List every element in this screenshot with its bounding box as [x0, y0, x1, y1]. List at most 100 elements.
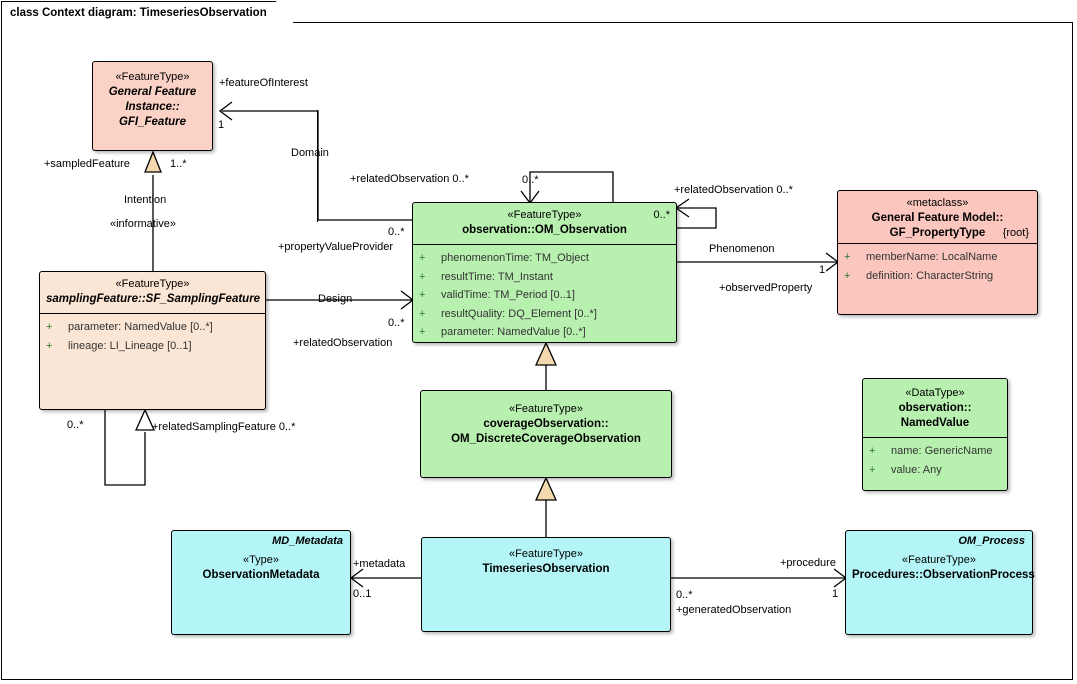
named-value-name-2: NamedValue — [900, 417, 970, 429]
attr-visibility: + — [869, 463, 876, 476]
attribute-row: + parameter: NamedValue [0..*] — [46, 318, 261, 337]
observation-process-stereotype: «FeatureType» — [902, 554, 976, 566]
attr-visibility: + — [46, 321, 53, 333]
coverage-observation-name-2: OM_DiscreteCoverageObservation — [451, 433, 641, 445]
attribute-row: + validTime: TM_Period [0..1] — [419, 286, 672, 305]
class-observation-process[interactable]: OM_Process «FeatureType» Procedures::Obs… — [845, 530, 1035, 635]
attr-visibility: + — [844, 269, 851, 282]
attribute-row: + phenomenonTime: TM_Object — [419, 249, 672, 268]
om-observation-stereotype: «FeatureType» — [507, 209, 582, 221]
attribute-row: + lineage: LI_Lineage [0..1] — [46, 337, 261, 356]
label-sampled-feature-multiplicity: 1..* — [170, 158, 187, 170]
label-phenomenon: Phenomenon — [709, 243, 775, 255]
attr-visibility: + — [419, 289, 426, 301]
class-sampling-feature[interactable]: «FeatureType» samplingFeature::SF_Sampli… — [39, 271, 266, 410]
attribute-row: + resultQuality: DQ_Element [0..*] — [419, 305, 672, 324]
attr-text: phenomenonTime: TM_Object — [441, 252, 589, 264]
label-feature-of-interest-role: +featureOfInterest — [219, 77, 308, 89]
attr-visibility: + — [419, 326, 426, 338]
label-observed-property-multiplicity: 1 — [819, 264, 826, 276]
observation-metadata-alias: MD_Metadata — [272, 535, 343, 547]
om-observation-name: observation::OM_Observation — [462, 224, 627, 236]
attr-visibility: + — [869, 445, 876, 457]
class-om-observation[interactable]: «FeatureType» observation::OM_Observatio… — [412, 202, 677, 343]
attr-visibility: + — [419, 252, 426, 264]
attr-text: memberName: LocalName — [866, 251, 998, 263]
sampling-feature-name: samplingFeature::SF_SamplingFeature — [46, 293, 261, 305]
attr-text: resultQuality: DQ_Element [0..*] — [441, 307, 597, 320]
sampling-feature-attributes: + parameter: NamedValue [0..*] + lineage… — [40, 314, 265, 409]
label-related-observation-top-multiplicity: 0..* — [522, 174, 539, 186]
gfi-feature-name-3: GFI_Feature — [118, 116, 187, 128]
gf-propertytype-stereotype: «metaclass» — [906, 197, 969, 209]
attr-text: parameter: NamedValue [0..*] — [441, 326, 586, 338]
named-value-name-1: observation:: — [898, 402, 972, 414]
named-value-attributes: + name: GenericName + value: Any — [863, 438, 1007, 490]
om-observation-divider — [413, 244, 676, 245]
gf-propertytype-divider — [838, 243, 1037, 244]
attribute-row: + value: Any — [869, 461, 1003, 480]
label-observed-property-role: +observedProperty — [719, 282, 813, 294]
label-intention-stereotype: «informative» — [110, 218, 177, 230]
gf-propertytype-attributes: + memberName: LocalName + definition: Ch… — [838, 244, 1037, 314]
coverage-observation-name-1: coverageObservation:: — [483, 418, 609, 430]
attribute-row: + name: GenericName — [869, 442, 1003, 461]
gfi-feature-name-1: General Feature — [108, 86, 197, 98]
attribute-row: + memberName: LocalName — [844, 248, 1033, 267]
label-design-role: +relatedObservation — [293, 337, 393, 349]
attribute-row: + definition: CharacterString — [844, 267, 1033, 286]
attr-visibility: + — [419, 270, 426, 283]
named-value-stereotype: «DataType» — [905, 387, 965, 399]
attr-text: lineage: LI_Lineage [0..1] — [68, 339, 192, 352]
sampling-feature-stereotype: «FeatureType» — [115, 278, 190, 290]
diagram-title-tab: class Context diagram: TimeseriesObserva… — [1, 1, 294, 23]
class-om-discrete-coverage-observation[interactable]: «FeatureType» coverageObservation:: OM_D… — [420, 390, 672, 478]
diagram-title: class Context diagram: TimeseriesObserva… — [10, 6, 267, 19]
class-observation-metadata[interactable]: MD_Metadata «Type» ObservationMetadata — [171, 530, 351, 635]
attr-visibility: + — [844, 251, 851, 263]
attr-text: parameter: NamedValue [0..*] — [68, 321, 213, 333]
label-intention: Intention — [124, 194, 167, 206]
label-domain: Domain — [291, 147, 329, 159]
class-gfi-feature[interactable]: «FeatureType» General Feature Instance::… — [92, 61, 213, 151]
attr-visibility: + — [419, 307, 426, 320]
timeseries-observation-name: TimeseriesObservation — [482, 563, 610, 575]
label-metadata-role: +metadata — [353, 558, 406, 570]
sampling-feature-divider — [40, 313, 265, 314]
label-metadata-multiplicity: 0..1 — [353, 588, 372, 600]
observation-process-name: Procedures::ObservationProcess — [852, 569, 1035, 581]
label-generated-observation-multiplicity: 0..* — [676, 589, 693, 601]
label-related-sampling-feature-multiplicity: 0..* — [67, 419, 84, 431]
label-generated-observation-role: +generatedObservation — [676, 604, 792, 616]
label-property-value-provider-multiplicity: 0..* — [388, 226, 405, 238]
class-gf-propertytype[interactable]: «metaclass» General Feature Model:: GF_P… — [837, 190, 1038, 315]
label-related-observation-right-role: +relatedObservation 0..* — [674, 184, 793, 196]
attr-text: validTime: TM_Period [0..1] — [441, 289, 575, 301]
label-design-multiplicity: 0..* — [388, 317, 405, 329]
label-feature-of-interest-multiplicity: 1 — [218, 119, 225, 131]
class-timeseries-observation[interactable]: «FeatureType» TimeseriesObservation — [421, 537, 671, 632]
observation-metadata-name: ObservationMetadata — [202, 569, 320, 581]
label-procedure-role: +procedure — [780, 557, 836, 569]
attr-text: resultTime: TM_Instant — [441, 270, 553, 283]
attr-text: definition: CharacterString — [866, 269, 994, 282]
om-observation-corner-multiplicity: 0..* — [653, 209, 670, 221]
observation-process-alias: OM_Process — [958, 535, 1025, 547]
class-named-value[interactable]: «DataType» observation:: NamedValue + na… — [862, 378, 1008, 491]
gfi-feature-name-2: Instance:: — [125, 101, 180, 113]
diagram-frame — [1, 22, 1073, 680]
gfi-feature-stereotype: «FeatureType» — [115, 71, 190, 83]
gf-propertytype-name-2: GF_PropertyType — [889, 227, 986, 239]
named-value-divider — [863, 437, 1007, 438]
gf-propertytype-root-marker: {root} — [1002, 227, 1029, 239]
label-related-observation-top-role: +relatedObservation 0..* — [350, 173, 469, 185]
label-property-value-provider-role: +propertyValueProvider — [278, 241, 394, 253]
attr-visibility: + — [46, 339, 53, 352]
label-sampled-feature-role: +sampledFeature — [44, 158, 130, 170]
attribute-row: + parameter: NamedValue [0..*] — [419, 323, 672, 342]
attr-text: name: GenericName — [891, 445, 993, 457]
coverage-observation-stereotype: «FeatureType» — [509, 403, 583, 415]
label-procedure-multiplicity: 1 — [832, 588, 839, 600]
label-design: Design — [318, 293, 353, 305]
